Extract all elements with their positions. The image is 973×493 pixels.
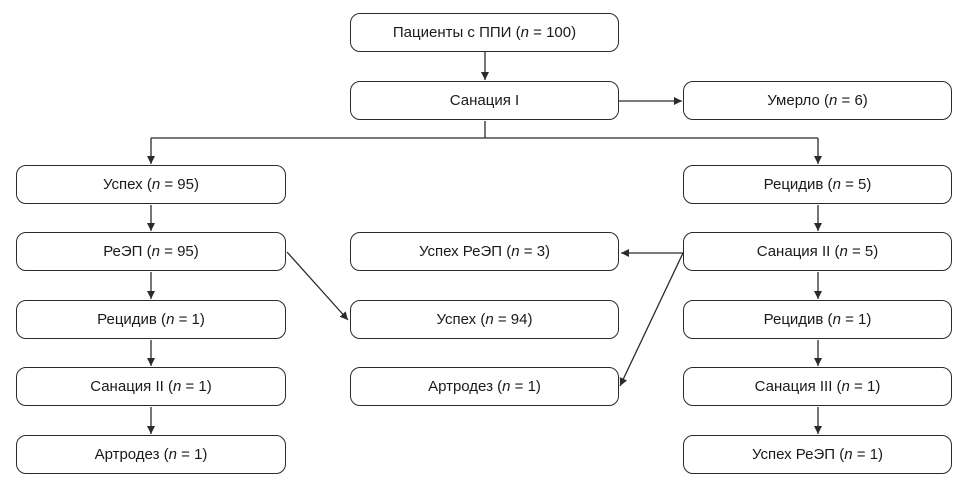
node-label: Успех (436, 311, 477, 328)
node-label: Успех (103, 176, 143, 193)
node-label: Умерло (767, 92, 820, 109)
node-count: 5 (864, 243, 874, 260)
node-count: 1 (858, 311, 867, 328)
n-symbol: n (511, 243, 520, 260)
node-count: 1 (194, 446, 203, 463)
node-label: Санация III (754, 378, 833, 395)
node-count: 3 (536, 243, 546, 260)
node-count: 100 (546, 24, 572, 41)
node-count: 1 (869, 446, 879, 463)
node-label: Артродез (94, 446, 160, 463)
node-count: 1 (867, 378, 876, 395)
node-label: Пациенты с ППИ (392, 24, 512, 41)
node-left-reep: РеЭП (n = 95) (16, 232, 286, 271)
arrow-left-reep-to-mid-success (286, 251, 349, 321)
node-label: Рецидив (763, 176, 824, 193)
node-count: 6 (854, 92, 863, 109)
node-label: Рецидив (97, 311, 157, 328)
node-patients: Пациенты с ППИ (n = 100) (350, 13, 619, 52)
node-count: 5 (858, 176, 867, 193)
node-label: Артродез (428, 378, 493, 395)
node-mid-success: Успех (n = 94) (350, 300, 619, 339)
n-symbol: n (832, 176, 841, 193)
n-symbol: n (828, 92, 838, 109)
node-label: Санация II (756, 243, 831, 260)
arrow-right-sanation-to-mid-arthrodesis (619, 252, 684, 387)
node-left-sanation-2: Санация II (n = 1) (16, 367, 286, 406)
node-label: Успех РеЭП (751, 446, 836, 463)
node-left-relapse: Рецидив (n = 1) (16, 300, 286, 339)
node-label: Успех РеЭП (418, 243, 503, 260)
node-count: 1 (198, 378, 207, 395)
node-count: 1 (191, 311, 200, 328)
node-count: 95 (177, 243, 194, 260)
n-symbol: n (520, 24, 529, 41)
node-count: 94 (510, 311, 528, 328)
node-right-reep-success: Успех РеЭП (n = 1) (683, 435, 952, 474)
node-label: Рецидив (763, 311, 824, 328)
n-symbol: n (502, 378, 511, 395)
node-right-relapse-2: Рецидив (n = 1) (683, 300, 952, 339)
n-symbol: n (839, 243, 848, 260)
node-count: 1 (527, 378, 536, 395)
node-mid-reep-success: Успех РеЭП (n = 3) (350, 232, 619, 271)
n-symbol: n (841, 378, 850, 395)
node-left-arthrodesis: Артродез (n = 1) (16, 435, 286, 474)
n-symbol: n (832, 311, 841, 328)
node-right-relapse: Рецидив (n = 5) (683, 165, 952, 204)
node-label: Санация I (449, 92, 520, 109)
node-count: 95 (177, 176, 194, 193)
n-symbol: n (151, 176, 161, 193)
node-mid-arthrodesis: Артродез (n = 1) (350, 367, 619, 406)
n-symbol: n (151, 243, 160, 260)
node-label: Санация II (90, 378, 164, 395)
n-symbol: n (172, 378, 182, 395)
node-label: РеЭП (103, 243, 143, 260)
n-symbol: n (844, 446, 853, 463)
node-died: Умерло (n = 6) (683, 81, 952, 120)
node-right-sanation-3: Санация III (n = 1) (683, 367, 952, 406)
node-left-success: Успех (n = 95) (16, 165, 286, 204)
n-symbol: n (166, 311, 175, 328)
node-sanation-1: Санация I (350, 81, 619, 120)
n-symbol: n (168, 446, 177, 463)
n-symbol: n (485, 311, 494, 328)
node-right-sanation-2: Санация II (n = 5) (683, 232, 952, 271)
